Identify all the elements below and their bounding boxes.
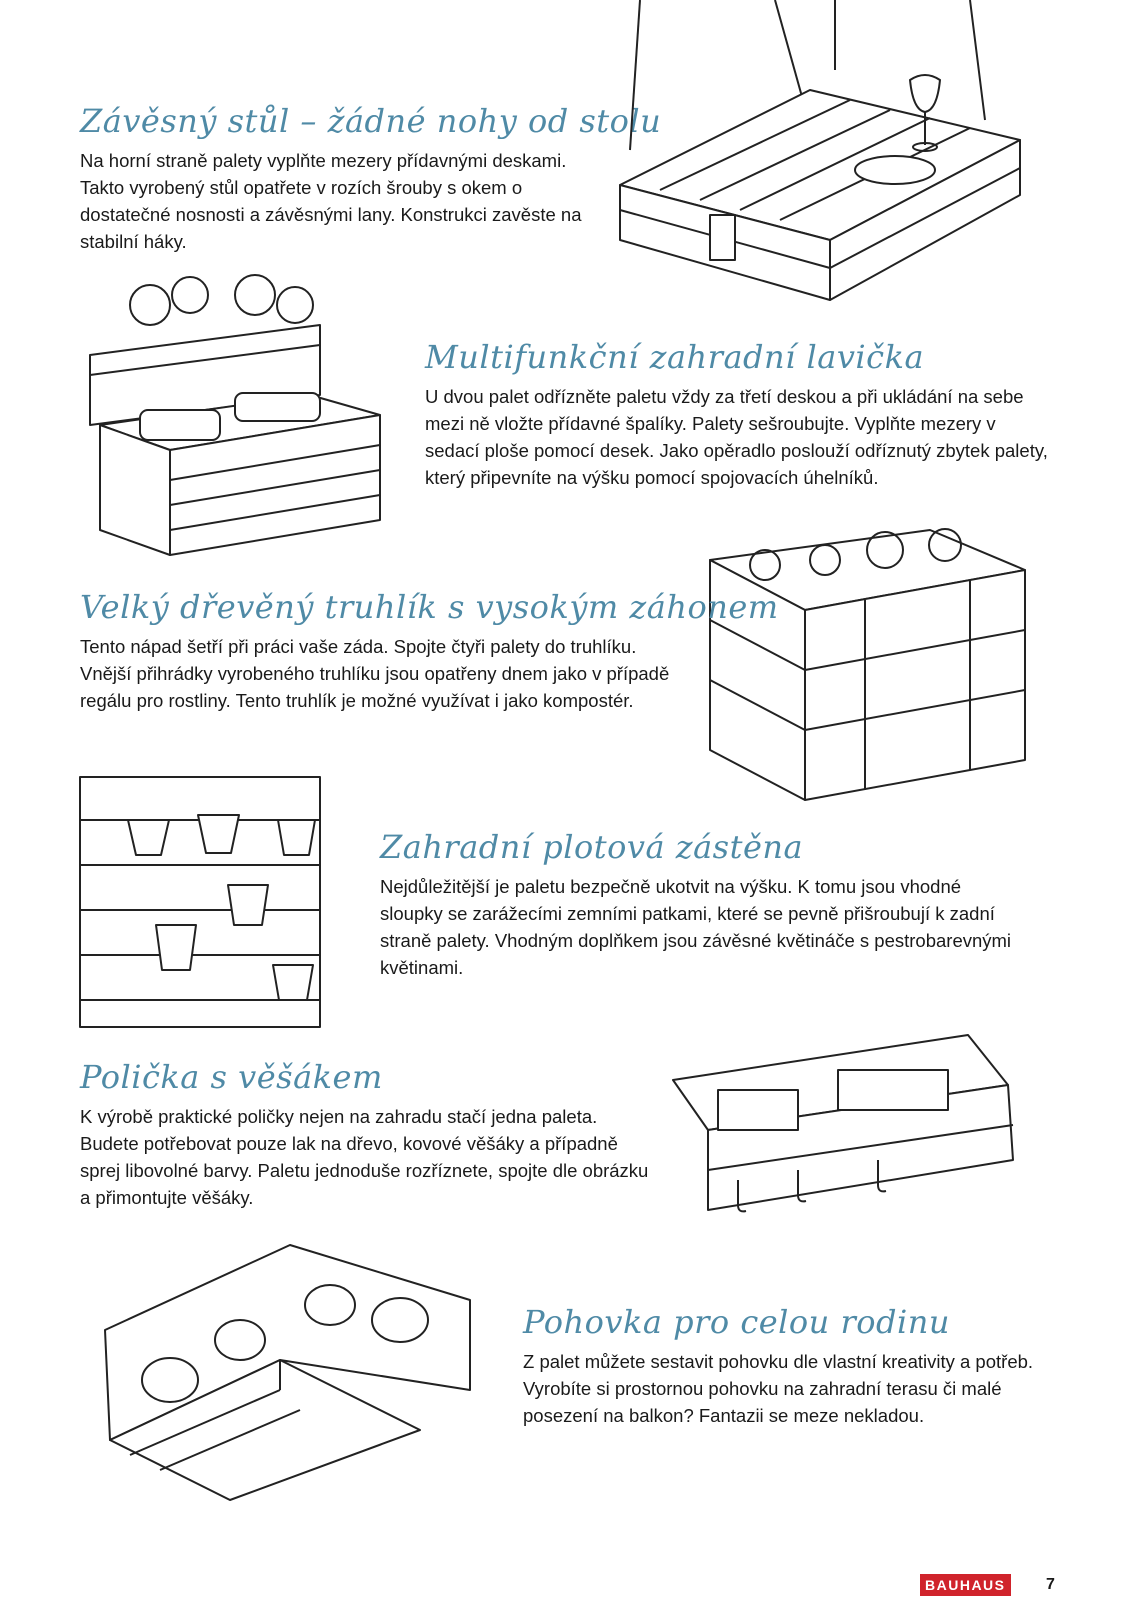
section-text: U dvou palet odřízněte paletu vždy za tř…	[425, 386, 1048, 489]
section-title: Polička s věšákem	[80, 1058, 383, 1096]
section-text: Z palet můžete sestavit pohovku dle vlas…	[523, 1351, 1034, 1427]
section-title: Závěsný stůl – žádné nohy od stolu	[80, 102, 662, 140]
section-text: Na horní straně palety vyplňte mezery př…	[80, 150, 582, 253]
section-title: Zahradní plotová zástěna	[380, 828, 804, 866]
sofa-illustration	[100, 1240, 480, 1505]
shelf-illustration	[668, 1030, 1023, 1220]
hanging-table-illustration	[610, 0, 1030, 305]
section-hanging-table: Závěsný stůl – žádné nohy od stolu Na ho…	[80, 102, 662, 255]
section-title: Multifunkční zahradní lavička	[425, 338, 925, 376]
section-title: Velký dřevěný truhlík s vysokým záhonem	[80, 588, 779, 626]
section-garden-bench: Multifunkční zahradní lavička U dvou pal…	[425, 338, 1055, 491]
fence-screen-illustration	[78, 775, 333, 1035]
section-title: Pohovka pro celou rodinu	[523, 1303, 950, 1341]
section-raised-planter: Velký dřevěný truhlík s vysokým záhonem …	[80, 588, 779, 714]
bench-illustration	[80, 265, 390, 570]
section-text: K výrobě praktické poličky nejen na zahr…	[80, 1106, 649, 1209]
section-family-sofa: Pohovka pro celou rodinu Z palet můžete …	[523, 1303, 1043, 1429]
section-text: Tento nápad šetří při práci vaše záda. S…	[80, 636, 670, 712]
section-fence-screen: Zahradní plotová zástěna Nejdůležitější …	[380, 828, 1020, 981]
section-shelf-with-hooks: Polička s věšákem K výrobě praktické pol…	[80, 1058, 660, 1211]
bauhaus-logo: BAUHAUS	[920, 1574, 1011, 1596]
page-number: 7	[1046, 1576, 1055, 1593]
planter-illustration	[705, 520, 1035, 805]
section-text: Nejdůležitější je paletu bezpečně ukotvi…	[380, 876, 1012, 979]
